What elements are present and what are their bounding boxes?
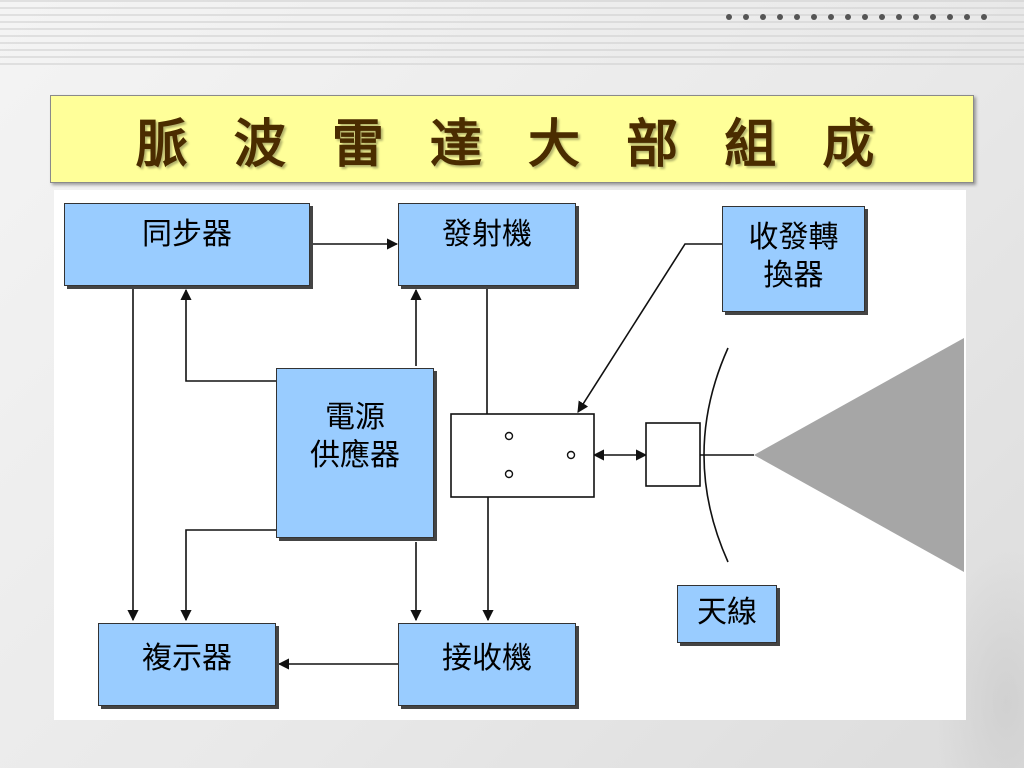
antenna-feed-box xyxy=(645,422,701,487)
page-title: 脈 波 雷 達 大 部 組 成 xyxy=(135,113,889,175)
switch-contact-bottom xyxy=(504,469,514,479)
duplexer-label-line1: 收發轉 xyxy=(748,220,839,255)
power-to-sync-arrow xyxy=(180,288,276,382)
title-banner: 脈 波 雷 達 大 部 組 成 xyxy=(50,95,974,183)
power-supply-label-line1: 電源 xyxy=(325,400,385,435)
antenna-beam-triangle xyxy=(754,338,964,572)
receiver-label: 接收機 xyxy=(442,641,532,676)
header-stripes xyxy=(0,0,1024,70)
synchronizer-label: 同步器 xyxy=(142,217,232,252)
power-supply-label-line2: 供應器 xyxy=(310,438,400,473)
display-label: 複示器 xyxy=(142,641,232,676)
power-to-display-arrow xyxy=(180,529,276,622)
display-box: 複示器 xyxy=(98,623,276,706)
switch-contact-right xyxy=(566,450,576,460)
transmitter-box: 發射機 xyxy=(398,203,576,286)
transmitter-label: 發射機 xyxy=(442,217,532,252)
duplexer-label-line2: 換器 xyxy=(763,258,824,293)
reflector-arc xyxy=(703,347,729,563)
receiver-box: 接收機 xyxy=(398,623,576,706)
synchronizer-box: 同步器 xyxy=(64,203,310,286)
duplexer-leader-arrow xyxy=(577,243,724,413)
power-supply-box: 電源 供應器 xyxy=(276,368,434,538)
antenna-label: 天線 xyxy=(697,595,757,630)
antenna-box: 天線 xyxy=(677,585,777,643)
decorative-dots xyxy=(726,14,987,20)
switch-contact-top xyxy=(504,431,514,441)
duplexer-box: 收發轉 換器 xyxy=(722,206,865,312)
